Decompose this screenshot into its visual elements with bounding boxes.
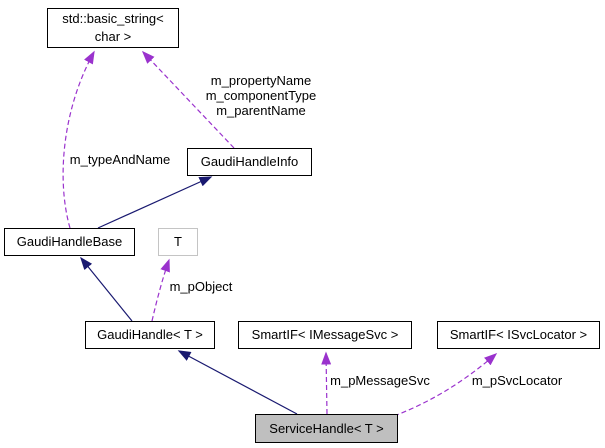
edge-gaudihandle-to-handlebase — [80, 256, 133, 322]
edge-handlebase-to-basicstring — [62, 50, 95, 229]
node-std-basic-string[interactable]: std::basic_string< char > — [47, 8, 179, 48]
edge-label-p-object: m_pObject — [169, 279, 233, 294]
edge-label-property-component-parent-name: m_propertyName m_componentType m_parentN… — [205, 73, 317, 118]
node-smartif-isvclocator[interactable]: SmartIF< ISvcLocator > — [437, 321, 600, 349]
edge-label-type-and-name: m_typeAndName — [69, 152, 171, 167]
edge-servicehandle-to-smartif-isvclocator — [393, 353, 498, 417]
edge-handlebase-to-handleinfo — [97, 176, 213, 229]
edge-servicehandle-to-gaudihandle — [177, 350, 298, 415]
edge-handleinfo-to-basicstring — [141, 50, 235, 149]
edge-gaudihandle-to-t — [151, 258, 170, 322]
node-template-param-t: T — [158, 228, 198, 256]
edge-servicehandle-to-smartif-imessagesvc — [321, 351, 332, 415]
node-service-handle-t: ServiceHandle< T > — [255, 414, 398, 443]
node-gaudi-handle-t[interactable]: GaudiHandle< T > — [85, 321, 215, 349]
node-smartif-imessagesvc[interactable]: SmartIF< IMessageSvc > — [238, 321, 412, 349]
node-gaudi-handle-base[interactable]: GaudiHandleBase — [4, 228, 135, 256]
node-gaudi-handle-info[interactable]: GaudiHandleInfo — [187, 148, 312, 176]
edge-label-p-message-svc: m_pMessageSvc — [330, 373, 430, 388]
edge-label-p-svc-locator: m_pSvcLocator — [471, 373, 563, 388]
